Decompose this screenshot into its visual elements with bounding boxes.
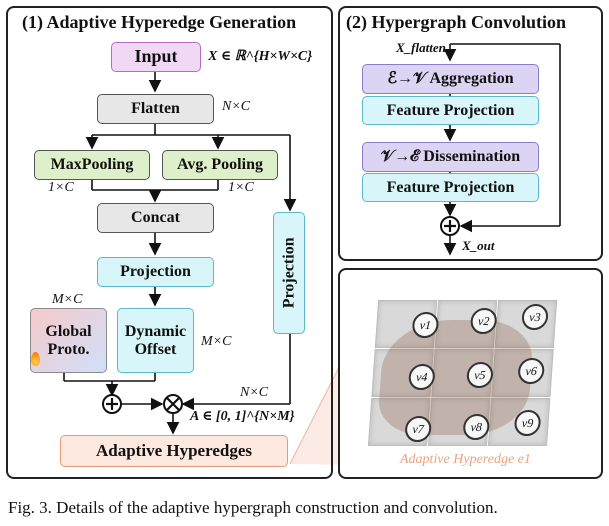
maxpooling-box: MaxPooling <box>34 150 150 180</box>
feature-projection-2-box: Feature Projection <box>362 173 539 202</box>
pool-dim-right: 1×C <box>228 180 254 195</box>
global-proto-box: Global Proto. <box>30 308 107 373</box>
projection-side-box: Projection <box>273 212 305 334</box>
adaptive-hyperedge-generation-panel <box>6 6 333 479</box>
hyperedge-overlay <box>376 320 535 435</box>
figure-caption: Fig. 3. Details of the adaptive hypergra… <box>8 498 498 517</box>
aggregation-box: ℰ→𝒱 Aggregation <box>362 64 539 94</box>
x-flatten-label: X_flatten <box>396 40 446 55</box>
input-math: X ∈ ℝ^{H×W×C} <box>208 49 313 64</box>
concat-box: Concat <box>97 203 214 233</box>
flame-icon <box>31 352 40 366</box>
panel1-title: (1) Adaptive Hyperedge Generation <box>22 12 297 32</box>
a-math: A ∈ [0, 1]^{N×M} <box>190 409 295 424</box>
hyperedge-caption: Adaptive Hyperedge e1 <box>400 452 531 467</box>
adaptive-hyperedges-box: Adaptive Hyperedges <box>60 435 288 467</box>
nc-bottom: N×C <box>240 385 269 400</box>
panel2-title: (2) Hypergraph Convolution <box>346 12 567 32</box>
hypergraph-convolution-panel <box>338 6 603 261</box>
dissemination-box: 𝒱→ℰ Dissemination <box>362 142 539 172</box>
hyperedge-grid: v1 v2 v3 v4 v5 v6 v7 v8 v9 <box>367 300 558 448</box>
pool-dim-left: 1×C <box>48 180 74 195</box>
x-out-label: X_out <box>462 238 495 253</box>
input-box: Input <box>111 42 201 72</box>
mc-left: M×C <box>52 292 83 307</box>
mc-right: M×C <box>201 334 232 349</box>
projection-box: Projection <box>97 257 214 287</box>
flatten-dim: N×C <box>222 99 251 114</box>
global-proto-label: Global Proto. <box>45 322 92 358</box>
projection-side-label: Projection <box>280 237 298 309</box>
avg-pooling-box: Avg. Pooling <box>162 150 278 180</box>
flatten-box: Flatten <box>97 94 214 124</box>
feature-projection-1-box: Feature Projection <box>362 96 539 125</box>
dynamic-offset-label: Dynamic Offset <box>124 322 187 358</box>
dynamic-offset-box: Dynamic Offset <box>117 308 194 373</box>
